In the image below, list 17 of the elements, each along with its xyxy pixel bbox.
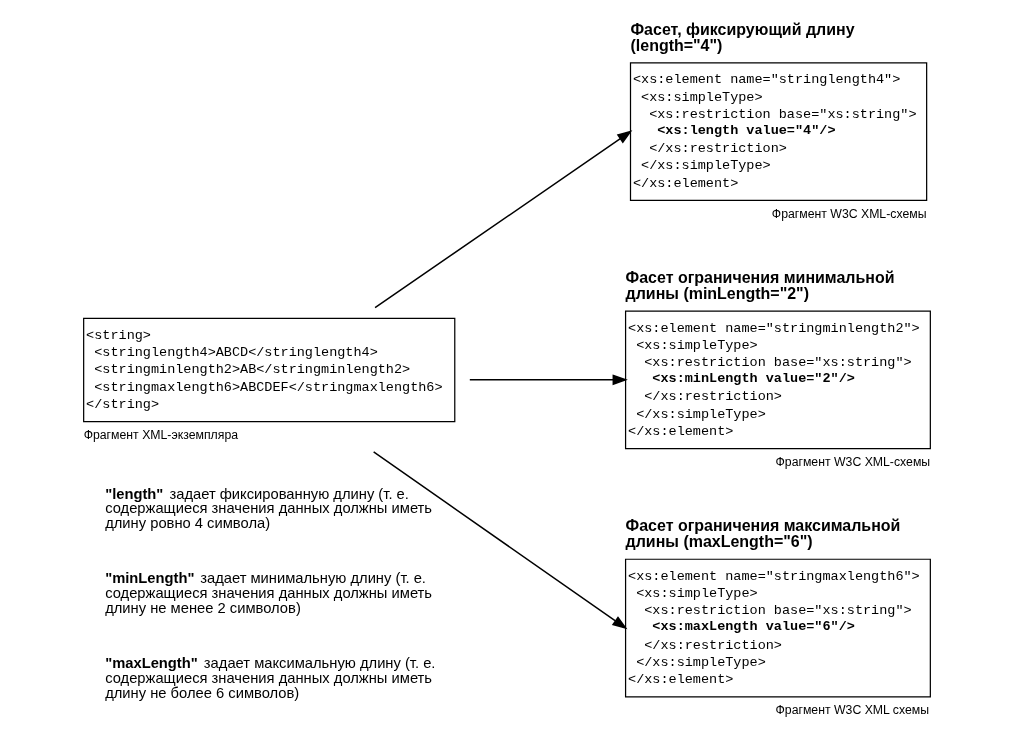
label: "minLength" задает минимальную длину (т. е. содержащиеся значения данных должны иметь длину не менее 2 символов) — [104, 570, 432, 616]
node-label: Фасет, фиксирующий длину (length="4") — [630, 21, 855, 54]
node-box: <xs:element name="stringmaxlength6"> <xs:simpleType> <xs:restriction base="xs:string"> <xs:maxLength value="6"/> </xs:restriction> </xs:simpleType> </xs:element> — [624, 558, 931, 698]
arrow — [372, 451, 627, 630]
node-label: Фасет ограничения максимальной длины (maxLength="6") — [625, 517, 900, 551]
node-label: Фасет ограничения минимальной длины (minLength="2") — [625, 269, 895, 303]
arrow — [373, 130, 632, 309]
node-box: <string> <stringlength4>ABCD</stringlength4> <stringminlength2>AB</stringminlength2> <stringmaxlength6>ABCDEF</stringmaxlength6> </string> — [82, 317, 455, 423]
label: "maxLength" задает максимальную длину (т. е. содержащиеся значения данных должны иметь длину не более 6 символов) — [104, 655, 435, 701]
node-label: Фрагмент W3C XML схемы — [775, 703, 929, 718]
arrow — [468, 374, 628, 386]
node-label: Фрагмент W3C XML-схемы — [775, 454, 930, 469]
label: "length" задает фиксированную длину (т. е. содержащиеся значения данных должны иметь длину ровно 4 символа) — [104, 485, 432, 532]
node-box: <xs:element name="stringlength4"> <xs:simpleType> <xs:restriction base="xs:string"> <xs:length value="4"/> </xs:restriction> </xs:simpleType> </xs:element> — [629, 62, 927, 202]
node-label: Фрагмент W3C XML-схемы — [771, 206, 926, 221]
node-label: Фрагмент XML-экземпляра — [83, 427, 238, 442]
node-box: <xs:element name="stringminlength2"> <xs:simpleType> <xs:restriction base="xs:string"> <xs:minLength value="2"/> </xs:restriction> </xs:simpleType> </xs:element> — [624, 310, 931, 450]
